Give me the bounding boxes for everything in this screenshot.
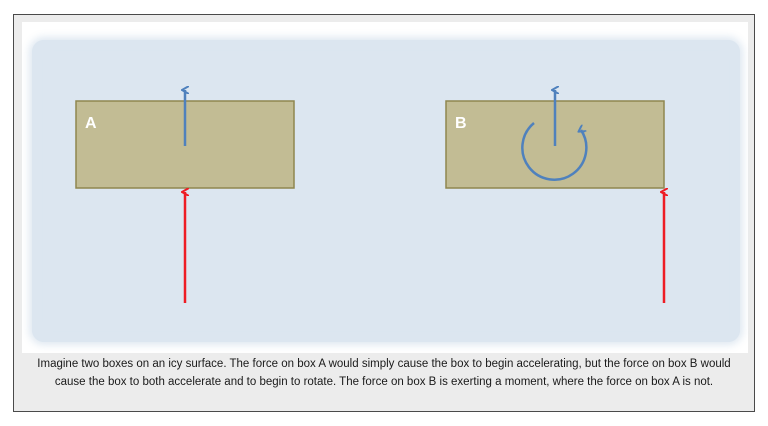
box-b: B (445, 90, 664, 303)
figure-caption: Imagine two boxes on an icy surface. The… (37, 358, 731, 388)
box-b-label: B (455, 115, 467, 132)
box-a: A (75, 90, 295, 303)
figure-frame: A B Imagine two boxes on an icy surface.… (13, 14, 755, 412)
box-a-label: A (85, 115, 97, 132)
force-diagram: A B (75, 22, 748, 303)
figure-image: A B (22, 22, 748, 353)
rotation-arrow-icon (521, 122, 588, 181)
icy-surface-panel (32, 40, 740, 342)
